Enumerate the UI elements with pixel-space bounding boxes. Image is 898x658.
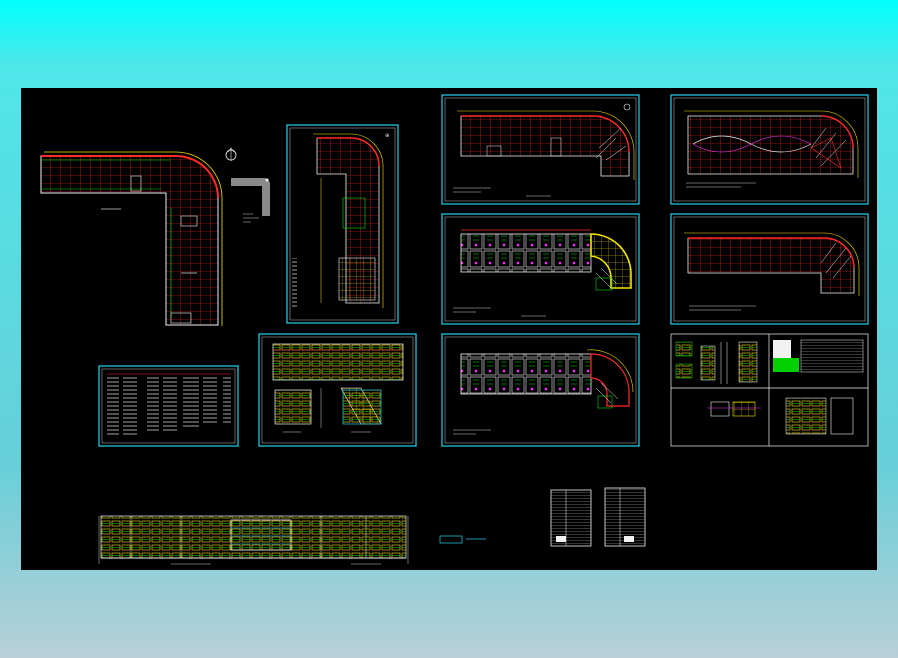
schedule-1[interactable] <box>550 489 592 547</box>
long-elevation[interactable] <box>98 515 486 565</box>
svg-text:⊕: ⊕ <box>385 133 389 139</box>
plan-l-shaped[interactable] <box>40 147 237 326</box>
key-plan[interactable] <box>231 178 270 223</box>
plan-upper-2[interactable] <box>670 94 869 205</box>
plan-upper-1[interactable] <box>441 94 640 205</box>
notes-sheet[interactable] <box>98 365 239 447</box>
plan-vertical[interactable]: ⊕ <box>286 124 399 324</box>
plan-lower-1[interactable] <box>441 333 640 447</box>
plan-mid-1[interactable] <box>441 213 640 325</box>
cad-drawing-canvas[interactable]: ⊕ <box>21 88 877 570</box>
plan-mid-2[interactable] <box>670 213 869 325</box>
drawing-sheets: ⊕ <box>40 94 869 565</box>
schedule-2[interactable] <box>604 487 646 547</box>
details-grid[interactable] <box>670 333 869 447</box>
elevations-sheet[interactable] <box>258 333 417 447</box>
